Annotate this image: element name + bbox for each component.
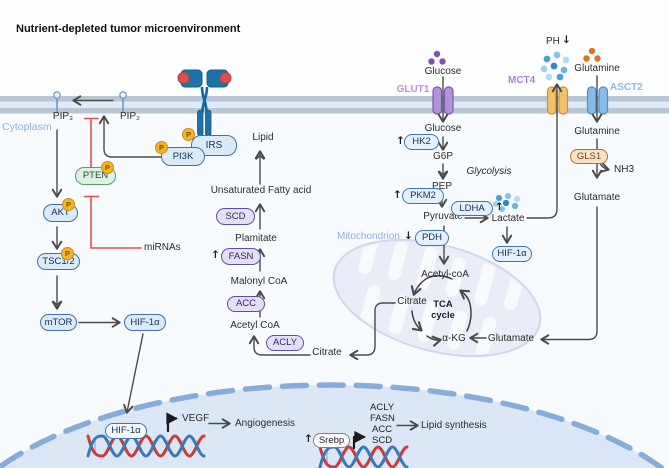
glut1-label: GLUT1: [396, 84, 430, 95]
hif1a-lactate-node: HIF-1α: [492, 246, 532, 262]
phospho-irs: P: [182, 128, 195, 141]
pip3-label: PIP₃: [52, 111, 74, 122]
glutamine-outside-label: Glutamine: [574, 63, 620, 74]
hif1a-cytoplasm-node: HIF-1α: [124, 314, 166, 331]
mct4-transporter: [546, 86, 569, 115]
acc-enzyme: ACC: [227, 296, 265, 312]
growth-factor-receptor: [177, 69, 232, 137]
inhibition-lines: [83, 117, 142, 249]
phospho-tsc: P: [61, 247, 74, 260]
acly-enzyme: ACLY: [266, 335, 304, 351]
mitochondrion-shape: [332, 231, 542, 358]
pdh-enzyme: PDH: [415, 230, 449, 246]
mct4-label: MCT4: [508, 75, 536, 86]
acetyl-coa-label: Acetyl CoA: [230, 320, 280, 331]
ph-label: PH: [546, 36, 560, 47]
ldha-up-arrow: ↑: [495, 201, 504, 213]
lactate-dots-outside: [540, 51, 570, 81]
hif1a-nucleus-node: HIF-1α: [105, 423, 147, 439]
nucleus-shape: [0, 382, 667, 468]
glucose-inside-label: Glucose: [424, 123, 462, 134]
pathway-arrows: [51, 75, 610, 431]
fasn-up-arrow: ↑: [211, 249, 220, 261]
lipid-synthesis-label: Lipid synthesis: [421, 420, 487, 431]
pdh-down-arrow: ↓: [404, 230, 413, 242]
tca-line2: cycle: [431, 309, 455, 321]
mitochondrion-label: Mitochondrion: [337, 231, 400, 242]
nh3-label: NH3: [614, 164, 635, 175]
scd-gene-label: SCD: [372, 435, 393, 446]
pkm2-enzyme: PKM2: [402, 188, 444, 204]
lipid-label: Lipid: [252, 132, 274, 143]
cytoplasm-label: Cytoplasm: [2, 121, 52, 133]
plamitate-label: Plamitate: [235, 233, 277, 244]
glucose-dots: [428, 50, 446, 65]
gls1-enzyme: GLS1: [570, 149, 608, 164]
fasn-gene-label: FASN: [370, 413, 395, 424]
plasma-membrane: [0, 96, 669, 114]
ph-down-arrow: ↓: [562, 34, 571, 46]
mtor-node: mTOR: [40, 314, 77, 331]
acc-gene-label: ACC: [372, 424, 393, 435]
phospho-pten: P: [101, 161, 114, 174]
glutamate-mito-label: Glutamate: [487, 333, 535, 344]
glutamate-right-label: Glutamate: [573, 192, 621, 203]
pyruvate-label: Pyruvate: [423, 211, 463, 222]
citrate-cytosol-label: Citrate: [312, 347, 342, 358]
tca-cycle-label: TCA cycle: [431, 299, 455, 321]
vegf-label: VEGF: [182, 413, 210, 424]
dna-helix-left: [86, 434, 206, 458]
srebp-up-arrow: ↑: [304, 433, 313, 445]
angiogenesis-label: Angiogenesis: [235, 418, 296, 429]
phospho-akt: P: [62, 198, 75, 211]
citrate-mito-label: Citrate: [397, 296, 427, 307]
g6p-label: G6P: [432, 151, 454, 162]
promoter-arrows: [166, 412, 366, 450]
hk2-up-arrow: ↑: [396, 135, 405, 147]
glutamine-inside-label: Glutamine: [574, 126, 620, 137]
glutamine-dots: [583, 47, 601, 62]
glut1-transporter: [432, 86, 454, 115]
asct2-transporter: [586, 86, 609, 115]
fasn-enzyme: FASN: [221, 248, 261, 265]
acly-gene-label: ACLY: [370, 402, 395, 413]
tca-cycle-arrows: [410, 274, 472, 347]
malonyl-coa-label: Malonyl CoA: [230, 276, 288, 287]
unsaturated-fatty-acid-label: Unsaturated Fatty acid: [210, 185, 312, 196]
asct2-label: ASCT2: [610, 82, 643, 93]
pip2-lipid-head: [119, 91, 127, 113]
diagram-title: Nutrient-depleted tumor microenvironment: [16, 23, 241, 35]
scd-enzyme: SCD: [216, 208, 255, 225]
hk2-enzyme: HK2: [404, 134, 439, 150]
pip3-lipid-head: [53, 91, 61, 113]
pip2-label: PIP₂: [120, 111, 140, 122]
acetyl-coa-mito-label: Acetyl-coA: [421, 269, 469, 280]
tca-line1: TCA: [433, 299, 453, 310]
phospho-pi3k: P: [155, 141, 168, 154]
pkm2-up-arrow: ↑: [393, 189, 402, 201]
lactate-label: Lactate: [491, 213, 525, 224]
pep-label: PEP: [431, 181, 453, 192]
srebp-node: Srebp: [313, 433, 350, 448]
akg-label: α-KG: [442, 333, 466, 344]
lactate-dots-inside: [492, 192, 521, 213]
ldha-enzyme: LDHA: [451, 201, 493, 216]
mirnas-label: miRNAs: [144, 242, 181, 253]
pi3k-node: PI3K: [161, 147, 205, 166]
glucose-outside-label: Glucose: [424, 66, 462, 77]
glycolysis-label: Glycolysis: [466, 166, 512, 177]
